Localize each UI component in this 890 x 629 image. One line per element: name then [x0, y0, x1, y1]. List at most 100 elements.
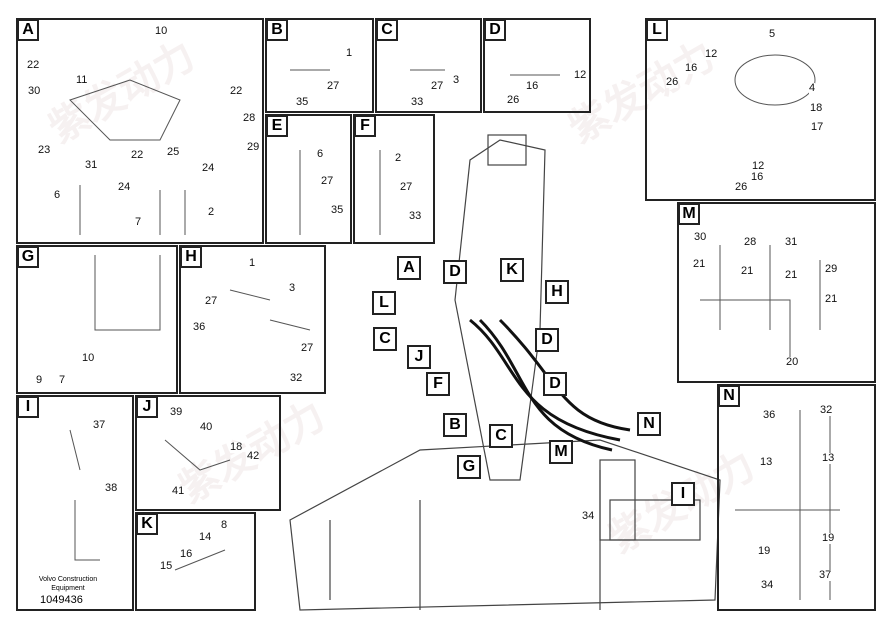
- panel-a: A: [16, 18, 264, 244]
- panel-label: L: [646, 19, 668, 41]
- callout: 12: [752, 160, 765, 172]
- callout: 22: [27, 59, 40, 71]
- callout: 22: [230, 85, 243, 97]
- panel-label: K: [136, 513, 158, 535]
- callout: 40: [200, 421, 213, 433]
- callout: 21: [785, 269, 798, 281]
- callout: 24: [118, 181, 131, 193]
- overview-label-f: F: [426, 372, 450, 396]
- callout: 12: [574, 69, 587, 81]
- callout: 3: [453, 74, 460, 86]
- callout: 29: [825, 263, 838, 275]
- callout: 12: [705, 48, 718, 60]
- panel-h: H: [179, 245, 326, 394]
- callout: 19: [822, 532, 835, 544]
- callout: 3: [289, 282, 296, 294]
- panel-g: G: [16, 245, 178, 394]
- callout: 29: [247, 141, 260, 153]
- panel-n: N: [717, 384, 876, 611]
- panel-j: J: [135, 395, 281, 511]
- callout: 32: [290, 372, 303, 384]
- callout: 31: [785, 236, 798, 248]
- overview-label-k: K: [500, 258, 524, 282]
- overview-label-d: D: [443, 260, 467, 284]
- panel-label: G: [17, 246, 39, 268]
- brand-caption: Volvo Construction Equipment: [38, 576, 98, 592]
- callout: 10: [155, 25, 168, 37]
- callout: 30: [694, 231, 707, 243]
- callout: 27: [327, 80, 340, 92]
- callout: 26: [735, 181, 748, 193]
- panel-f: F: [353, 114, 435, 244]
- callout: 16: [751, 171, 764, 183]
- panel-i: I: [16, 395, 134, 611]
- callout: 2: [395, 152, 402, 164]
- callout: 6: [54, 189, 61, 201]
- panel-label: N: [718, 385, 740, 407]
- callout: 31: [85, 159, 98, 171]
- overview-label-c: C: [373, 327, 397, 351]
- panel-c: C: [375, 18, 482, 113]
- panel-label: I: [17, 396, 39, 418]
- callout: 18: [810, 102, 823, 114]
- panel-b: B: [265, 18, 374, 113]
- panel-label: D: [484, 19, 506, 41]
- overview-label-a: A: [397, 256, 421, 280]
- callout: 21: [741, 265, 754, 277]
- callout: 39: [170, 406, 183, 418]
- callout: 27: [321, 175, 334, 187]
- callout: 26: [507, 94, 520, 106]
- callout: 9: [36, 374, 43, 386]
- callout: 38: [105, 482, 118, 494]
- overview-label-c: C: [489, 424, 513, 448]
- overview-label-b: B: [443, 413, 467, 437]
- panel-label: A: [17, 19, 39, 41]
- callout: 37: [819, 569, 832, 581]
- panel-e: E: [265, 114, 352, 244]
- panel-label: E: [266, 115, 288, 137]
- panel-k: K: [135, 512, 256, 611]
- callout: 16: [526, 80, 539, 92]
- callout: 36: [193, 321, 206, 333]
- callout: 34: [761, 579, 774, 591]
- callout: 25: [167, 146, 180, 158]
- callout: 10: [82, 352, 95, 364]
- callout: 42: [247, 450, 260, 462]
- callout: 23: [38, 144, 51, 156]
- drawing-number: 1049436: [40, 594, 83, 606]
- callout: 35: [296, 96, 309, 108]
- callout: 4: [809, 82, 816, 94]
- panel-label: F: [354, 115, 376, 137]
- panel-m: M: [677, 202, 876, 383]
- panel-d: D: [483, 18, 591, 113]
- callout: 1: [249, 257, 256, 269]
- overview-label-i: I: [671, 482, 695, 506]
- callout: 27: [301, 342, 314, 354]
- callout: 8: [221, 519, 228, 531]
- callout: 36: [763, 409, 776, 421]
- overview-label-l: L: [372, 291, 396, 315]
- callout: 33: [411, 96, 424, 108]
- panel-l: L: [645, 18, 876, 201]
- callout: 27: [205, 295, 218, 307]
- callout: 21: [693, 258, 706, 270]
- callout: 27: [400, 181, 413, 193]
- callout: 33: [409, 210, 422, 222]
- callout: 22: [131, 149, 144, 161]
- callout: 27: [431, 80, 444, 92]
- overview-label-j: J: [407, 345, 431, 369]
- callout: 2: [208, 206, 215, 218]
- callout: 35: [331, 204, 344, 216]
- overview-label-h: H: [545, 280, 569, 304]
- callout: 11: [76, 74, 88, 86]
- callout: 19: [758, 545, 771, 557]
- panel-label: J: [136, 396, 158, 418]
- callout: 20: [786, 356, 799, 368]
- callout: 41: [172, 485, 185, 497]
- callout: 21: [825, 293, 838, 305]
- callout: 16: [180, 548, 193, 560]
- callout: 30: [28, 85, 41, 97]
- callout: 18: [230, 441, 243, 453]
- callout: 32: [820, 404, 833, 416]
- panel-label: B: [266, 19, 288, 41]
